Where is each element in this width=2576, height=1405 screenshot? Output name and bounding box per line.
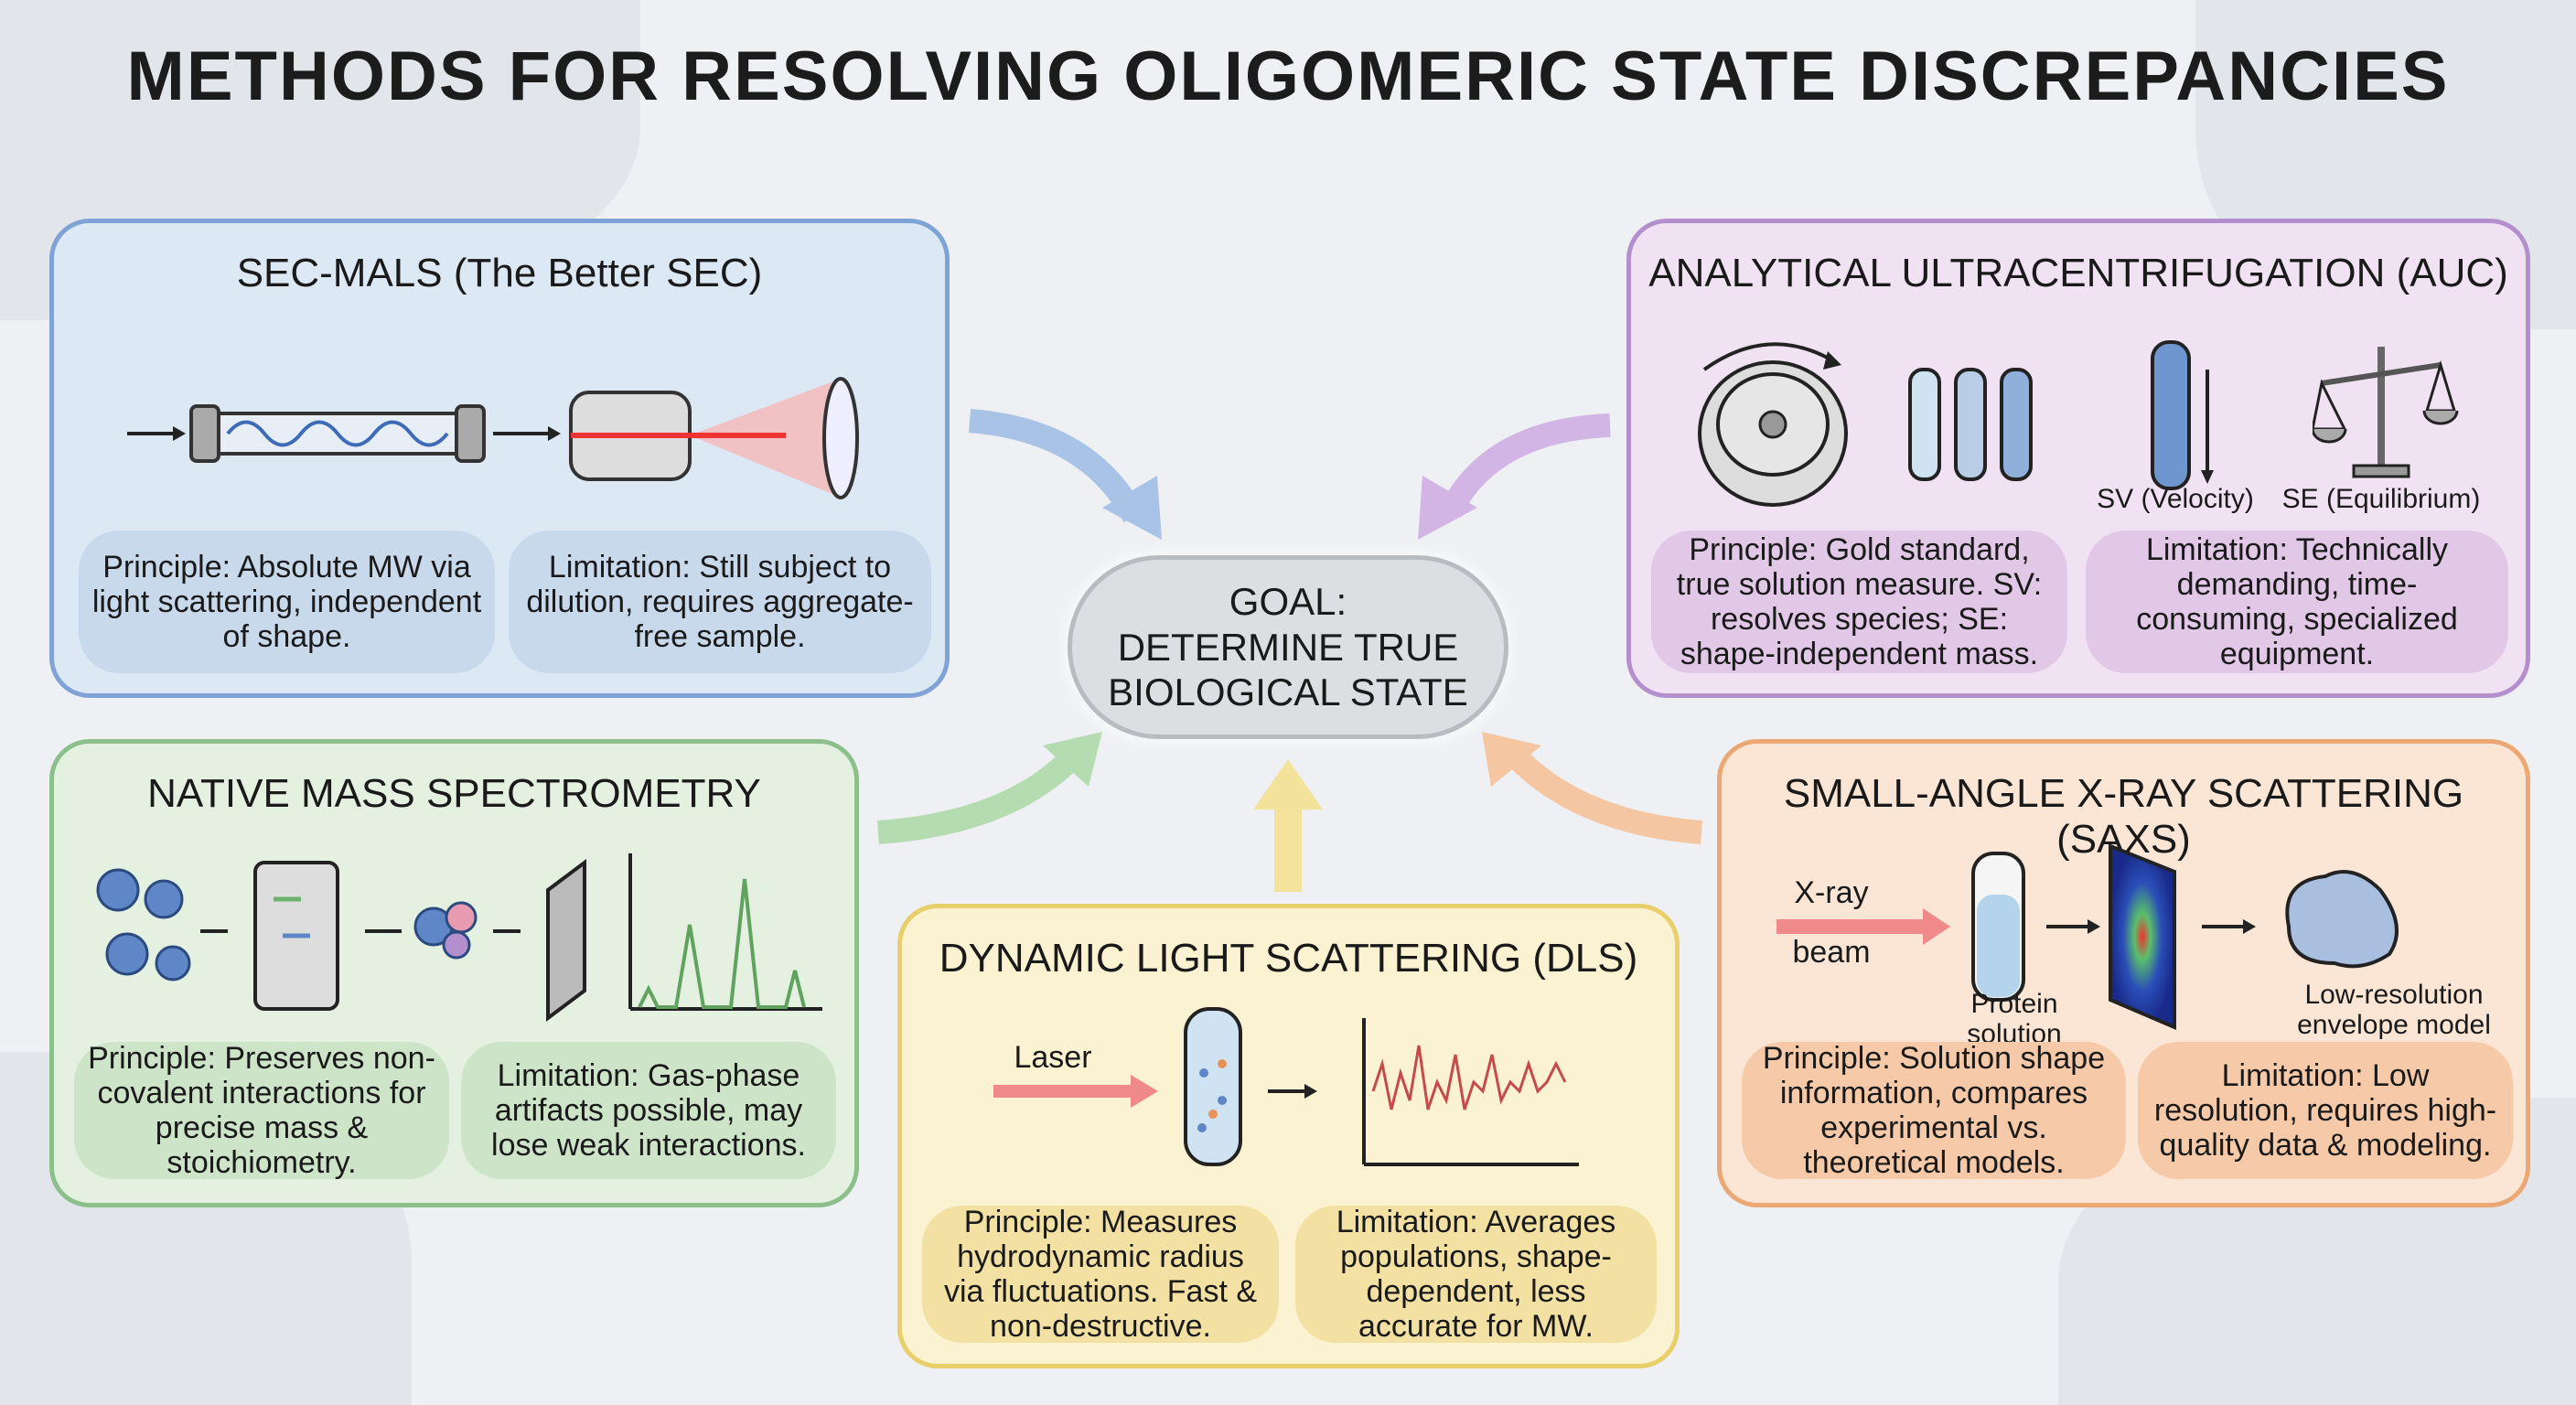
native-ms-title: NATIVE MASS SPECTROMETRY — [147, 771, 761, 816]
auc-limitation: Limitation: Technically demanding, time-… — [2086, 531, 2508, 673]
arrow-ms-to-goal — [877, 750, 1079, 844]
dls-title: DYNAMIC LIGHT SCATTERING (DLS) — [939, 936, 1638, 981]
dls-panel: DYNAMIC LIGHT SCATTERING (DLS) Laser Pri… — [897, 904, 1680, 1368]
goal-node: GOAL: DETERMINE TRUE BIOLOGICAL STATE — [1068, 555, 1508, 739]
auc-title: ANALYTICAL ULTRACENTRIFUGATION (AUC) — [1648, 251, 2508, 295]
xray-label: X-ray — [1794, 875, 1869, 910]
native-ms-panel: NATIVE MASS SPECTROMETRY Principle: Pres… — [49, 739, 859, 1207]
saxs-principle: Principle: Solution shape information, c… — [1742, 1041, 2126, 1180]
tubes-icon — [1908, 368, 2033, 481]
arrow-dls-head — [1253, 759, 1323, 810]
arrow-saxs-head — [1482, 732, 1541, 787]
auc-principle: Principle: Gold standard, true solution … — [1651, 531, 2067, 673]
saxs-setup-icon — [1776, 844, 2399, 1031]
dls-setup-icon — [993, 1007, 1579, 1166]
sec-mals-panel: SEC-MALS (The Better SEC) Principle: Abs… — [49, 219, 950, 698]
saxs-panel: SMALL-ANGLE X-RAY SCATTERING (SAXS) X-ra… — [1717, 739, 2530, 1207]
auc-panel: ANALYTICAL ULTRACENTRIFUGATION (AUC) SV … — [1626, 219, 2530, 698]
goal-text-line: DETERMINE TRUE — [1117, 625, 1459, 669]
se-label: SE (Equilibrium) — [2281, 484, 2481, 514]
native-ms-workflow-icon — [96, 853, 822, 1022]
sv-tube-icon — [2151, 340, 2214, 490]
beam-label: beam — [1792, 935, 1871, 970]
goal-label: GOAL: — [1229, 580, 1347, 624]
dls-limitation: Limitation: Averages populations, shape-… — [1295, 1205, 1657, 1344]
balance-scale-icon — [2313, 347, 2459, 478]
arrow-ms-head — [1043, 732, 1102, 787]
native-ms-limitation: Limitation: Gas-phase artifacts possible… — [461, 1042, 836, 1179]
saxs-title: SMALL-ANGLE X-RAY SCATTERING (SAXS) — [1783, 771, 2464, 862]
arrow-auc-head — [1418, 476, 1477, 540]
sec-mals-title: SEC-MALS (The Better SEC) — [236, 251, 763, 295]
sec-mals-principle: Principle: Absolute MW via light scatter… — [79, 531, 495, 673]
rotor-icon — [1698, 342, 1848, 507]
goal-text-line: BIOLOGICAL STATE — [1108, 670, 1468, 714]
sec-column-icon — [127, 377, 859, 499]
laser-label: Laser — [1014, 1040, 1092, 1075]
saxs-limitation: Limitation: Low resolution, requires hig… — [2138, 1042, 2513, 1179]
page-title: METHODS FOR RESOLVING OLIGOMERIC STATE D… — [126, 38, 2450, 115]
arrow-sec-head — [1102, 476, 1162, 540]
arrow-auc-to-goal — [1439, 413, 1611, 519]
arrow-sec-to-goal — [968, 409, 1145, 523]
envelope-model-label: Low-resolution envelope model — [2297, 980, 2491, 1040]
native-ms-principle: Principle: Preserves non-covalent intera… — [74, 1041, 449, 1180]
arrow-saxs-to-goal — [1509, 750, 1703, 844]
sv-label: SV (Velocity) — [2097, 484, 2254, 514]
sec-mals-limitation: Limitation: Still subject to dilution, r… — [509, 531, 931, 673]
dls-principle: Principle: Measures hydrodynamic radius … — [922, 1205, 1279, 1344]
